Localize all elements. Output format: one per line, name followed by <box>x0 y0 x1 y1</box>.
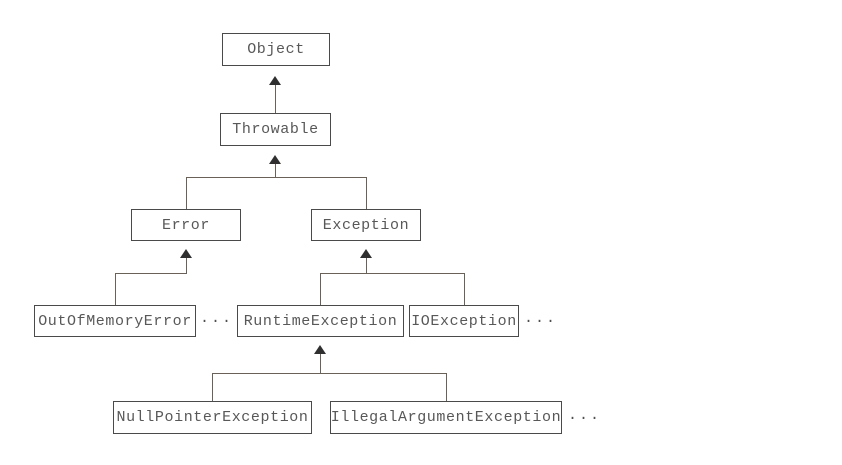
connector-line <box>186 258 187 273</box>
arrow-up-icon <box>314 345 326 354</box>
ellipsis-more-runtimeexception-subclasses: ... <box>568 406 602 424</box>
connector-line <box>464 273 465 305</box>
arrow-up-icon <box>269 155 281 164</box>
connector-line <box>366 258 367 273</box>
connector-line <box>115 273 116 305</box>
connector-line <box>366 177 367 209</box>
node-object: Object <box>222 33 330 66</box>
node-exception: Exception <box>311 209 421 241</box>
connector-line <box>446 373 447 401</box>
connector-line <box>212 373 446 374</box>
ellipsis-more-error-subclasses: ... <box>200 310 234 327</box>
connector-line <box>186 177 366 178</box>
node-ioexception: IOException <box>409 305 519 337</box>
connector-line <box>275 85 276 114</box>
connector-line <box>275 164 276 177</box>
node-outofmemoryerror: OutOfMemoryError <box>34 305 196 337</box>
connector-line <box>186 177 187 209</box>
node-throwable: Throwable <box>220 113 331 146</box>
node-error: Error <box>131 209 241 241</box>
node-nullpointerexception: NullPointerException <box>113 401 312 434</box>
connector-line <box>320 273 321 305</box>
arrow-up-icon <box>360 249 372 258</box>
connector-line <box>320 354 321 373</box>
arrow-up-icon <box>269 76 281 85</box>
node-runtimeexception: RuntimeException <box>237 305 404 337</box>
arrow-up-icon <box>180 249 192 258</box>
connector-line <box>115 273 187 274</box>
connector-line <box>320 273 465 274</box>
connector-line <box>212 373 213 401</box>
ellipsis-more-exception-subclasses: ... <box>524 310 558 327</box>
node-illegalargumentexception: IllegalArgumentException <box>330 401 562 434</box>
